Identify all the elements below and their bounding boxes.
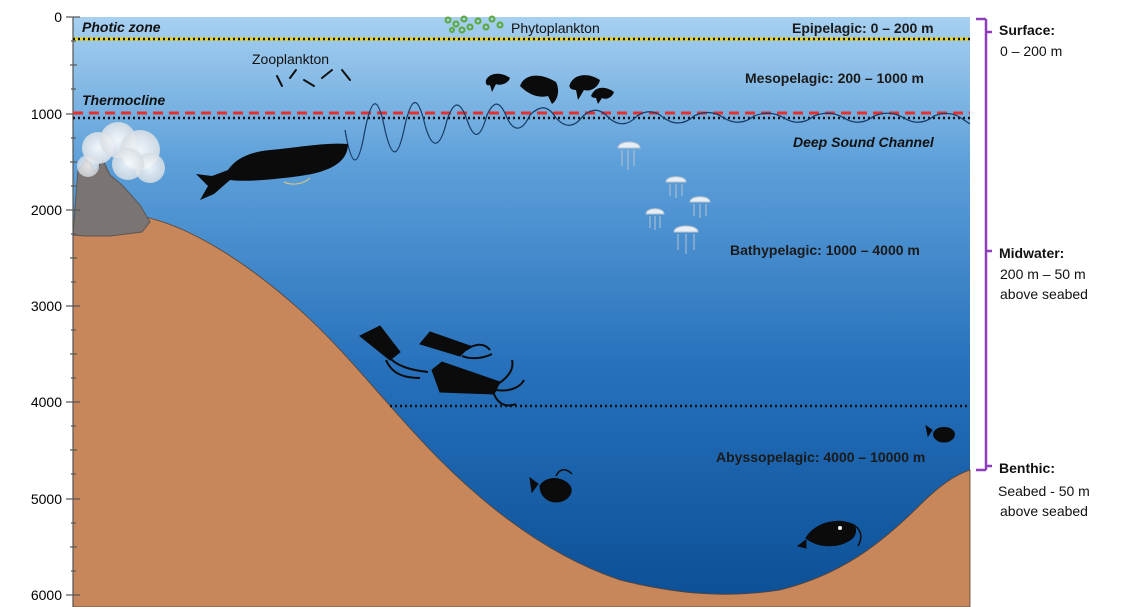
midwater-range: 200 m – 50 m xyxy=(1000,265,1086,284)
surface-range: 0 – 200 m xyxy=(1000,42,1062,61)
benthic-range-note: above seabed xyxy=(1000,502,1088,521)
midwater-range-note: above seabed xyxy=(1000,285,1088,304)
benthic-title: Benthic: xyxy=(999,460,1055,476)
phytoplankton-label: Phytoplankton xyxy=(511,20,600,36)
deep-sound-channel-label: Deep Sound Channel xyxy=(793,134,934,150)
benthic-range: Seabed - 50 m xyxy=(998,482,1090,501)
surface-title: Surface: xyxy=(999,22,1055,38)
abyssopelagic-label: Abyssopelagic: 4000 – 10000 m xyxy=(716,449,925,465)
photic-zone-label: Photic zone xyxy=(82,19,161,35)
mesopelagic-label: Mesopelagic: 200 – 1000 m xyxy=(745,70,924,86)
midwater-title: Midwater: xyxy=(999,245,1064,261)
zooplankton-label: Zooplankton xyxy=(252,51,329,67)
side-bracket xyxy=(976,19,992,470)
thermocline-label: Thermocline xyxy=(82,92,165,108)
epipelagic-label: Epipelagic: 0 – 200 m xyxy=(792,20,934,36)
bathypelagic-label: Bathypelagic: 1000 – 4000 m xyxy=(730,242,920,258)
